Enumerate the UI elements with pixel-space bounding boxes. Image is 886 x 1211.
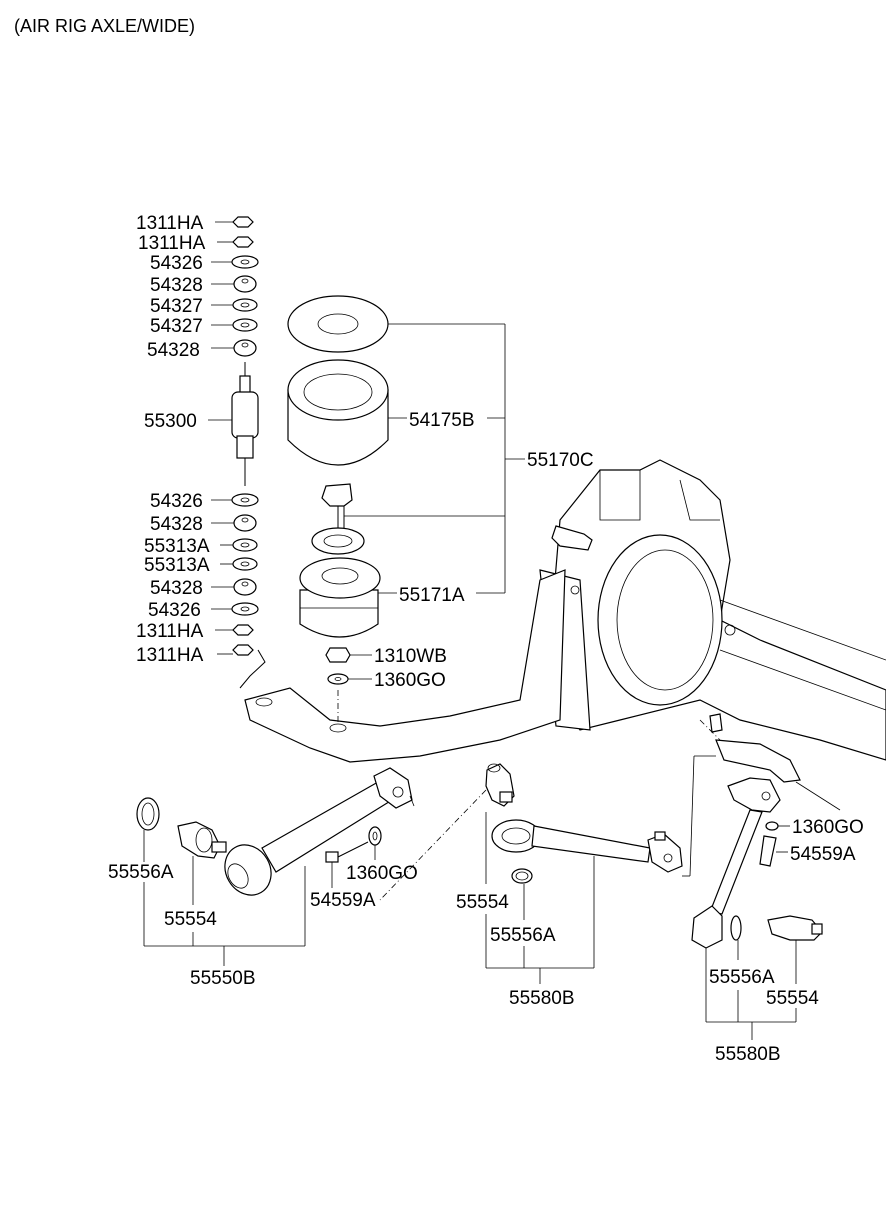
label-54328-b: 54328	[147, 340, 200, 361]
label-55580b-a: 55580B	[509, 988, 575, 1009]
torque-arm-left-labels: 55556A 55554 55550B 1360GO 54559A	[108, 862, 418, 989]
label-55550b: 55550B	[190, 968, 256, 989]
torque-arm-right-leaders	[705, 781, 841, 1040]
label-54326-c: 54326	[148, 600, 201, 621]
label-55556a-b: 55556A	[490, 925, 556, 946]
label-1311ha-d: 1311HA	[136, 645, 204, 666]
air-spring-assembly	[287, 295, 389, 722]
label-54328-c: 54328	[150, 514, 203, 535]
label-54559a-b: 54559A	[790, 844, 856, 865]
label-1311ha-c: 1311HA	[136, 621, 204, 642]
torque-arm-right	[691, 713, 823, 949]
label-1360go-b: 1360GO	[346, 863, 418, 884]
torque-arm-right-labels: 1360GO 54559A 55556A 55554 55580B	[709, 817, 864, 1065]
label-55300: 55300	[144, 411, 197, 432]
label-54326-b: 54326	[150, 491, 203, 512]
torque-arm-left	[136, 767, 415, 896]
label-55556a-c: 55556A	[709, 967, 775, 988]
spring-seat-bracket	[239, 569, 566, 763]
label-55313a-a: 55313A	[144, 536, 210, 557]
torque-arm-center	[485, 763, 683, 884]
torque-arm-left-leaders	[143, 830, 376, 966]
air-spring-labels: 54175B 55170C 55171A 1310WB 1360GO	[374, 410, 594, 691]
air-spring-leaders	[344, 323, 525, 680]
label-54559a-a: 54559A	[310, 890, 376, 911]
label-55554-a: 55554	[164, 909, 217, 930]
label-1310wb: 1310WB	[374, 646, 447, 667]
label-54328-a: 54328	[150, 275, 203, 296]
label-54327-b: 54327	[150, 316, 203, 337]
label-1311ha-b: 1311HA	[138, 233, 206, 254]
label-1360go-c: 1360GO	[792, 817, 864, 838]
label-55580b-b: 55580B	[715, 1044, 781, 1065]
center-link-lines	[682, 719, 721, 877]
label-54327-a: 54327	[150, 296, 203, 317]
torque-arm-center-leaders	[379, 789, 595, 984]
label-54175b: 54175B	[409, 410, 475, 431]
torque-arm-center-labels: 55554 55556A 55580B	[456, 892, 575, 1009]
label-1311ha-a: 1311HA	[136, 213, 204, 234]
label-55554-c: 55554	[766, 988, 819, 1009]
label-55554-b: 55554	[456, 892, 509, 913]
label-55171a: 55171A	[399, 585, 465, 606]
label-55313a-b: 55313A	[144, 555, 210, 576]
shock-hardware-stack	[231, 216, 259, 656]
label-54328-d: 54328	[150, 578, 203, 599]
label-55556a-a: 55556A	[108, 862, 174, 883]
label-1360go-a: 1360GO	[374, 670, 446, 691]
label-54326-a: 54326	[150, 253, 203, 274]
label-55170c: 55170C	[527, 450, 594, 471]
shock-leaders	[208, 221, 234, 655]
shock-labels: 1311HA 1311HA 54326 54328 54327 54327 54…	[136, 213, 210, 666]
diagram-title: (AIR RIG AXLE/WIDE)	[14, 16, 195, 36]
